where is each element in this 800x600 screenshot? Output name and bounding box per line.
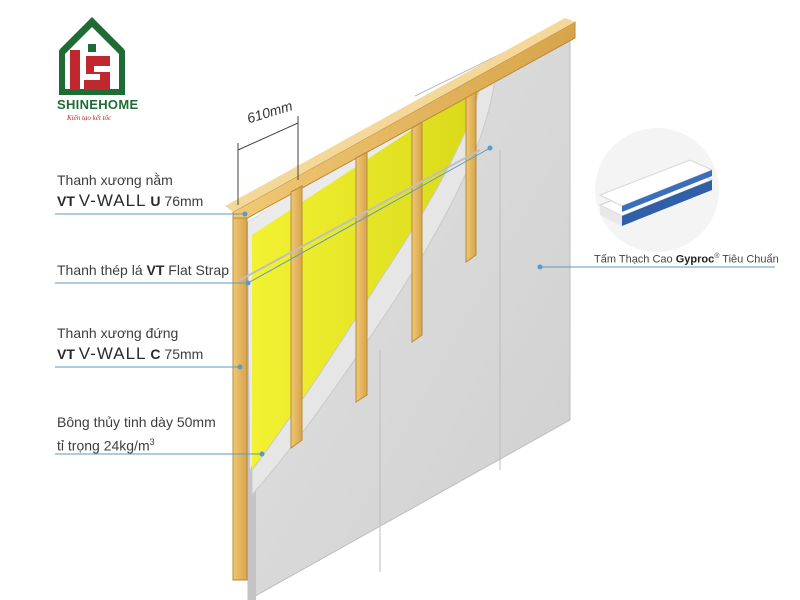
insulation-density-exponent: 3: [149, 437, 155, 447]
stud-label-line1: Thanh xương đứng: [57, 325, 179, 341]
logo-tagline: Kiến tạo kết tốc: [67, 114, 112, 122]
stud-size: 75mm: [164, 346, 204, 362]
leader-lines: [55, 147, 775, 455]
stud-product: V-WALL: [78, 344, 147, 363]
board-prefix: Tấm Thạch Cao: [594, 253, 673, 266]
stud-type: C: [150, 346, 161, 362]
strap-prefix: Thanh thép lá: [57, 262, 143, 278]
stud-brand: VT: [57, 346, 75, 362]
track-brand: VT: [57, 193, 75, 209]
track-label-line1: Thanh xương nằm: [57, 172, 173, 188]
track-type: U: [150, 193, 161, 209]
insulation-label-line1: Bông thủy tinh dày 50mm: [57, 414, 216, 430]
logo-name: SHINEHOME: [57, 97, 139, 112]
vertical-studs: [232, 91, 477, 581]
insulation-label-line2: tỉ trọng 24kg/m3: [57, 433, 155, 455]
gyproc-board-sample: [595, 128, 719, 252]
dimension-marker: [237, 116, 299, 205]
track-label-line2: VT V-WALL U 76mm: [57, 192, 203, 210]
board-suffix: Tiêu Chuẩn: [722, 253, 779, 266]
stud-label-line2: VT V-WALL C 75mm: [57, 345, 203, 363]
shinehome-logo: [59, 17, 125, 95]
flat-strap: [239, 149, 481, 281]
strap-label: Thanh thép lá VT Flat Strap: [57, 261, 229, 279]
strap-product: Flat Strap: [168, 262, 229, 278]
insulation-density: tỉ trọng 24kg/m: [57, 437, 150, 454]
track-product: V-WALL: [78, 191, 147, 210]
board-reg: ®: [714, 253, 720, 260]
track-size: 76mm: [164, 193, 204, 209]
board-label: Tấm Thạch Cao Gyproc® Tiêu Chuẩn: [594, 253, 779, 266]
strap-brand: VT: [146, 262, 165, 278]
board-brand: Gyproc: [675, 253, 715, 266]
